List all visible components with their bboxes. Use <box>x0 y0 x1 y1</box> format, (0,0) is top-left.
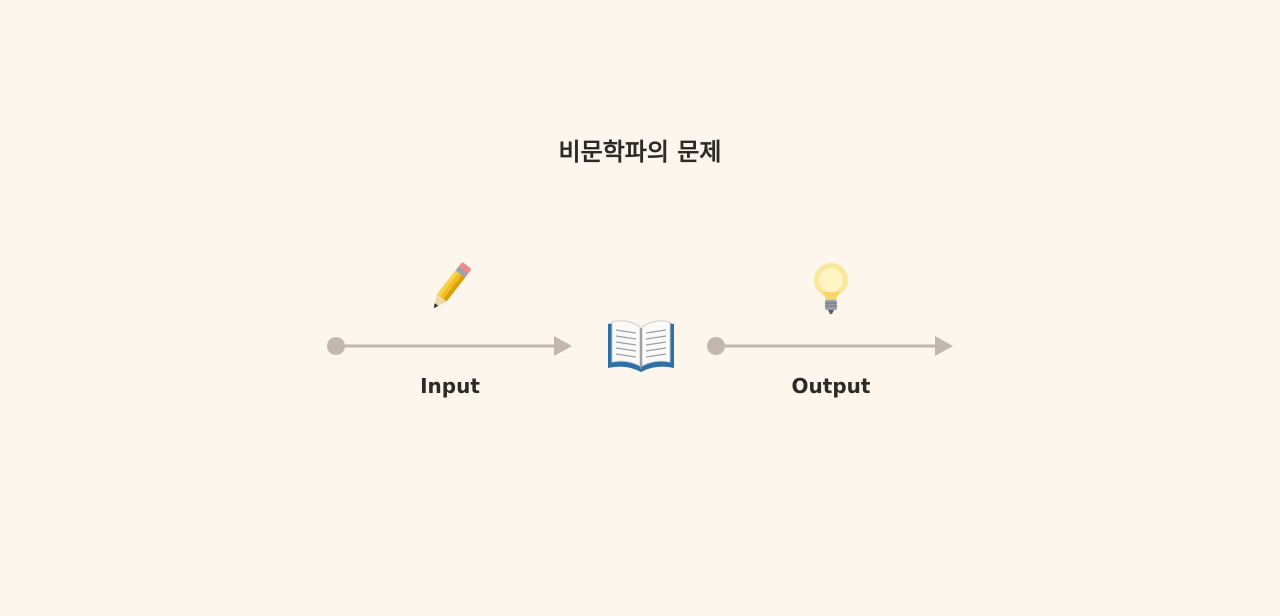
input-arrow-head <box>554 336 572 356</box>
diagram-title: 비문학파의 문제 <box>558 138 722 166</box>
input-label: Input <box>420 374 480 398</box>
light-bulb-icon <box>814 263 848 314</box>
output-label: Output <box>791 374 871 398</box>
output-arrow-head <box>935 336 953 356</box>
pencil-icon <box>433 262 471 309</box>
open-book-icon <box>608 320 674 372</box>
output-arrow <box>707 336 953 356</box>
input-arrow <box>327 336 572 356</box>
